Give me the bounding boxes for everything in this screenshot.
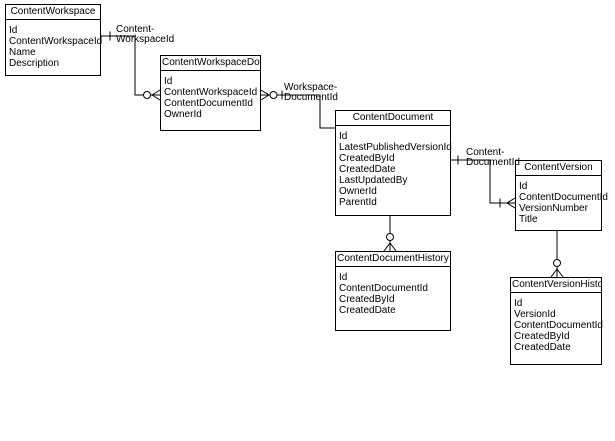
entity-field: Title bbox=[519, 214, 538, 225]
entity-field: VersionId bbox=[514, 309, 556, 320]
crows-foot-icon bbox=[151, 89, 161, 101]
entity-field: OwnerId bbox=[164, 109, 202, 120]
entity-title: ContentVersion bbox=[516, 161, 601, 176]
relationship-label-content-documentid: Content- DocumentId bbox=[466, 148, 520, 168]
entity-field: LastUpdatedBy bbox=[339, 175, 408, 186]
zero-circle-icon bbox=[386, 233, 394, 241]
entity-title: ContentWorkspace bbox=[6, 5, 100, 20]
entity-field: ContentDocumentId bbox=[164, 98, 253, 109]
entity-title: ContentDocument bbox=[336, 111, 450, 126]
relationship-label-line: Workspace- bbox=[284, 82, 338, 93]
relationship-label-content-workspaceid: Content- WorkspaceId bbox=[116, 25, 174, 45]
entity-title: ContentDocumentHistory bbox=[336, 252, 450, 267]
entity-field: ContentWorkspaceId bbox=[164, 87, 258, 98]
zero-circle-icon bbox=[553, 259, 561, 267]
crows-foot-icon bbox=[550, 268, 564, 278]
entity-title: ContentWorkspaceDoc bbox=[161, 56, 260, 71]
entity-field: LatestPublishedVersionId bbox=[339, 142, 452, 153]
relationship-label-line: Content- bbox=[116, 24, 155, 35]
entity-field: Id bbox=[339, 272, 348, 283]
entity-field: CreatedById bbox=[339, 153, 395, 164]
relationship-label-line: Content- bbox=[466, 147, 505, 158]
entity-field: ContentDocumentId bbox=[339, 283, 428, 294]
zero-circle-icon bbox=[269, 91, 278, 99]
entity-field: Id bbox=[164, 76, 173, 87]
entity-title: ContentVersionHistory bbox=[511, 278, 601, 293]
entity-content-version-history: ContentVersionHistory IdVersionIdContent… bbox=[510, 277, 603, 365]
connector-line bbox=[269, 94, 335, 129]
connector-line bbox=[451, 159, 507, 204]
zero-circle-icon bbox=[143, 91, 151, 99]
crows-foot-icon bbox=[506, 197, 516, 209]
connector-workspacedoc-to-document bbox=[260, 89, 335, 129]
entity-field: CreatedDate bbox=[339, 164, 396, 175]
entity-field: Id bbox=[9, 25, 18, 36]
entity-field: VersionNumber bbox=[519, 203, 588, 214]
entity-field: CreatedDate bbox=[339, 305, 396, 316]
connector-version-to-versionhistory bbox=[550, 231, 564, 278]
entity-field: OwnerId bbox=[339, 186, 377, 197]
entity-field: CreatedDate bbox=[514, 342, 571, 353]
entity-field: Id bbox=[339, 131, 348, 142]
crows-foot-icon bbox=[383, 242, 397, 252]
entity-field: CreatedById bbox=[339, 294, 395, 305]
entity-field: CreatedById bbox=[514, 331, 570, 342]
relationship-label-line: DocumentId bbox=[284, 92, 338, 103]
connector-document-to-documenthistory bbox=[383, 216, 397, 252]
connector-workspace-to-workspacedoc bbox=[101, 31, 161, 101]
relationship-label-workspace-documentid: Workspace- DocumentId bbox=[284, 83, 338, 103]
entity-field: Id bbox=[519, 181, 528, 192]
entity-field: ContentDocumentId bbox=[514, 320, 603, 331]
entity-field: Name bbox=[9, 47, 36, 58]
entity-field: Id bbox=[514, 298, 523, 309]
connector-document-to-version bbox=[451, 155, 516, 209]
crows-foot-icon bbox=[260, 89, 270, 101]
relationship-label-line: DocumentId bbox=[466, 157, 520, 168]
entity-field: ContentDocumentId bbox=[519, 192, 608, 203]
entity-field: Description bbox=[9, 58, 60, 69]
entity-field: ParentId bbox=[339, 197, 377, 208]
relationship-label-line: WorkspaceId bbox=[116, 34, 175, 45]
entity-field: ContentWorkspaceId bbox=[9, 36, 103, 47]
